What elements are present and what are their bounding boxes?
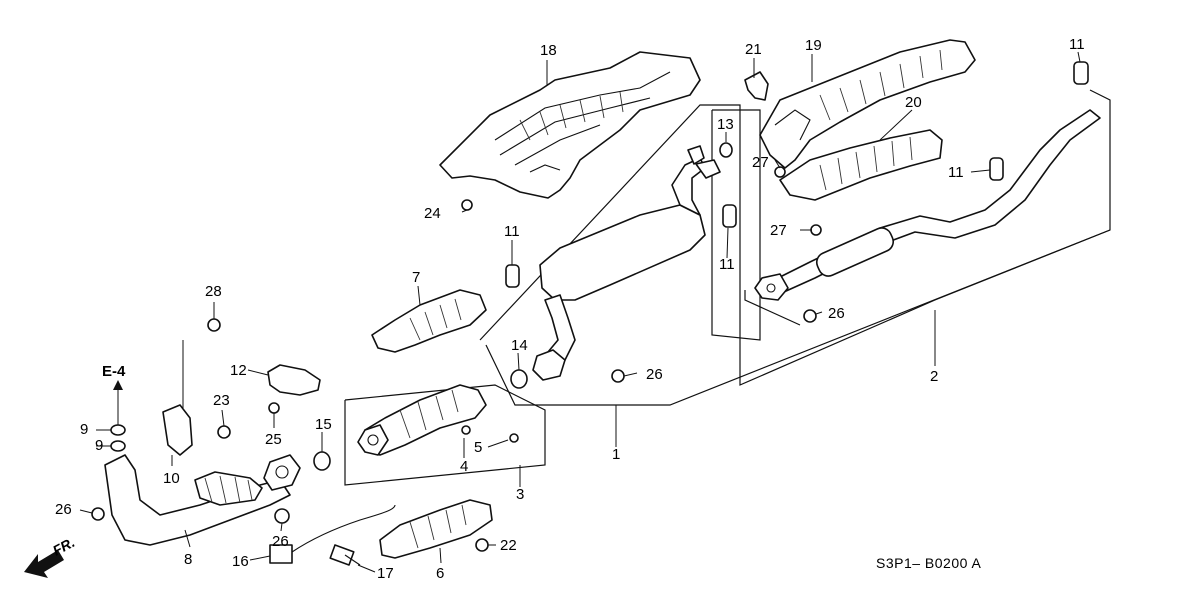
callout-11-right: 11 [948,164,964,181]
callout-11-left: 11 [504,223,520,240]
callout-25: 25 [265,431,282,448]
catalytic-converter-7 [371,289,487,353]
small-parts [91,61,1089,566]
group-boundaries [344,89,1111,486]
callouts: 18 24 21 19 20 13 27 27 11 11 11 11 7 26… [55,36,1085,582]
callout-27b: 27 [770,222,787,239]
callout-12: 12 [230,362,247,379]
leader-lines [79,51,1081,573]
callout-21: 21 [745,41,762,58]
callout-17: 17 [377,565,394,582]
muffler-1 [532,145,721,381]
callout-5: 5 [474,439,482,456]
callout-20: 20 [905,94,922,111]
drawing-code: S3P1– B0200 A [876,555,982,571]
callout-15: 15 [315,416,332,433]
catalytic-converter-3 [357,384,487,456]
callout-13: 13 [717,116,734,133]
callout-1: 1 [612,446,620,463]
heat-shield-19 [759,39,976,169]
callout-19: 19 [805,37,822,54]
callout-23: 23 [213,392,230,409]
bracket-21 [744,71,769,101]
callout-11-top: 11 [1069,36,1085,53]
callout-26-mid: 26 [646,366,663,383]
callout-22: 22 [500,537,517,554]
arrow-icon [24,550,64,578]
callout-26-left: 26 [55,501,72,518]
callout-18: 18 [540,42,557,59]
ref-label-e4: E-4 [102,363,126,380]
callout-6: 6 [436,565,444,582]
callout-26-bottom: 26 [272,533,289,550]
callout-4: 4 [460,458,468,475]
callout-26-right: 26 [828,305,845,322]
tail-pipe-2 [754,109,1101,301]
callout-9-a: 9 [80,421,88,438]
callout-14: 14 [511,337,528,354]
callout-8: 8 [184,551,192,568]
callout-10: 10 [163,470,180,487]
reference-e4: E-4 [102,363,126,402]
callout-11-mid: 11 [719,256,735,273]
callout-3: 3 [516,486,524,503]
front-direction-arrow: FR. [24,534,77,578]
heat-shield-18 [439,51,701,199]
exhaust-pipe-8 [104,454,301,546]
callout-24: 24 [424,205,441,222]
callout-27a: 27 [752,154,769,171]
callout-2: 2 [930,368,938,385]
callout-9-b: 9 [95,437,103,454]
heat-shield-20 [779,129,943,201]
callout-28: 28 [205,283,222,300]
callout-16: 16 [232,553,249,570]
callout-7: 7 [412,269,420,286]
